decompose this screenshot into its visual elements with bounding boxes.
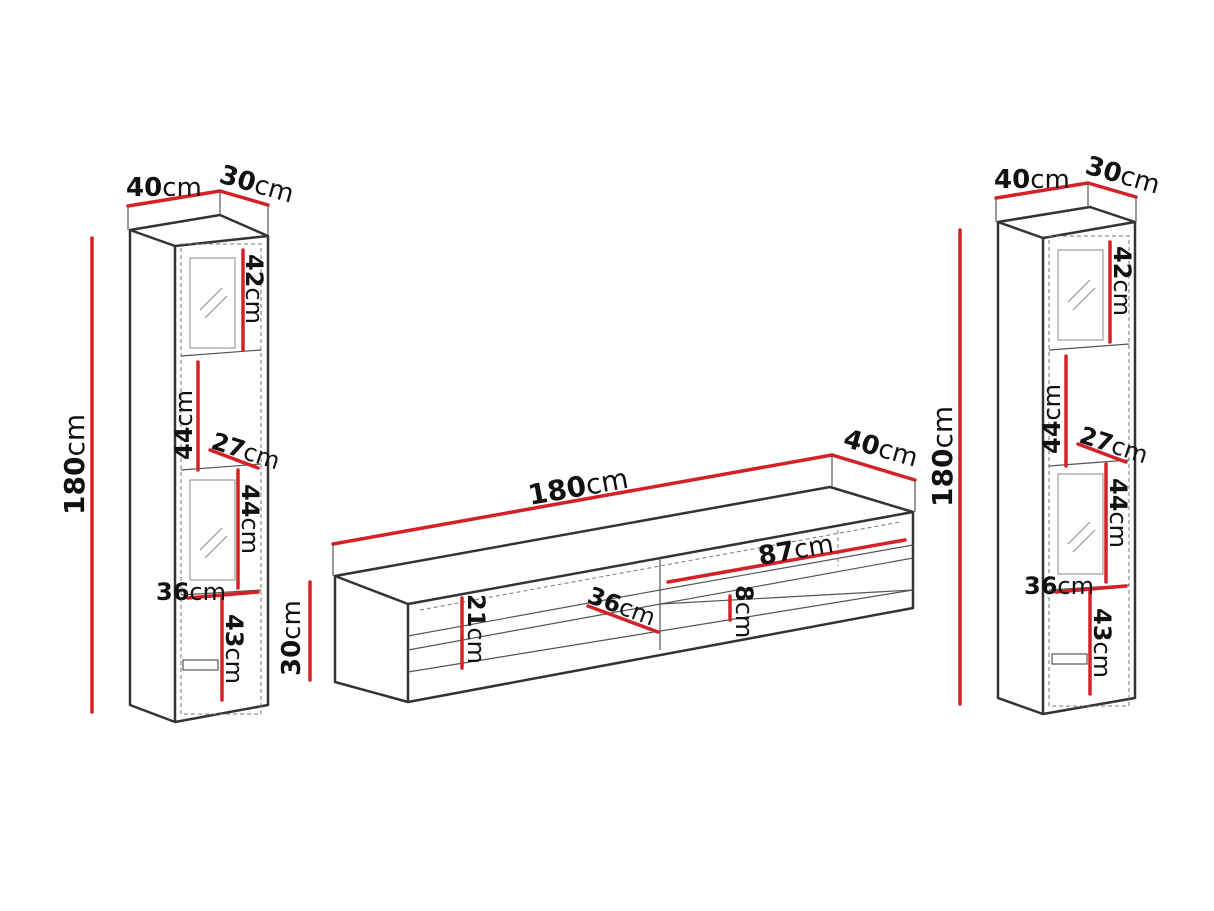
right-middle-compartment-label: 44cm	[1038, 384, 1066, 454]
tv-stand: 180cm 40cm 30cm 21cm 36cm 87cm 8cm	[277, 424, 921, 704]
tv-height-label: 30cm	[277, 600, 307, 676]
left-glass-reflection	[204, 295, 228, 319]
left-glass-door	[189, 479, 236, 581]
right-glass-reflection	[1067, 521, 1091, 545]
tv-niche-height-label: 8cm	[730, 585, 758, 638]
right-bottom-compartment-label: 43cm	[1088, 608, 1116, 678]
right-bottom-width-label: 36cm	[1024, 572, 1094, 600]
left-height-label: 180cm	[58, 414, 91, 515]
tv-stand-edge	[334, 574, 409, 606]
tv-stand-inner	[419, 521, 901, 611]
right-glass-reflection	[1067, 279, 1091, 303]
left-cabinet: 40cm 30cm 180cm 42cm 44cm 27cm 44cm 36cm…	[58, 160, 297, 724]
tv-stand-body	[333, 485, 915, 704]
left-glass-reflection	[204, 535, 228, 559]
right-cabinet-body	[996, 205, 1137, 716]
tv-length-line	[331, 453, 834, 546]
right-plinth	[1051, 653, 1088, 665]
tv-length-label: 180cm	[525, 462, 630, 512]
left-top-compartment-label: 42cm	[240, 254, 268, 324]
right-height-label: 180cm	[926, 406, 959, 507]
left-cabinet-edge	[129, 228, 176, 248]
tv-drawer-depth-line	[586, 604, 660, 634]
right-cabinet: 40cm 30cm 180cm 42cm 44cm 27cm 44cm 36cm…	[926, 151, 1163, 716]
right-shelf-depth-label: 27cm	[1076, 421, 1151, 469]
left-shelf-depth-label: 27cm	[208, 427, 283, 475]
right-depth-line	[1086, 181, 1138, 199]
right-glass-reflection	[1072, 287, 1096, 311]
left-shelf	[180, 349, 262, 357]
right-width-line	[994, 181, 1090, 200]
left-plinth	[182, 659, 219, 671]
left-width-label: 40cm	[126, 173, 202, 203]
left-shelf	[180, 589, 262, 596]
drawer-line	[407, 589, 661, 637]
left-shelf-depth-line	[208, 448, 260, 470]
right-top-compartment-label: 42cm	[1108, 246, 1136, 316]
tv-depth-line	[830, 453, 917, 482]
right-glass-door	[1057, 473, 1104, 575]
tv-niche-width-label: 87cm	[756, 529, 836, 572]
right-shelf-depth-line	[1076, 442, 1128, 464]
niche-line	[659, 544, 914, 591]
left-width-line	[126, 189, 222, 208]
right-cabinet-edge	[1042, 220, 1136, 240]
right-glass-reflection	[1072, 529, 1096, 553]
left-glass-reflection	[199, 527, 223, 551]
left-lower-glass-label: 44cm	[236, 484, 264, 554]
left-middle-compartment-label: 44cm	[170, 390, 198, 460]
right-width-label: 40cm	[994, 165, 1070, 195]
left-bottom-width-line	[186, 590, 260, 600]
tv-stand-base-line	[407, 589, 914, 673]
right-shelf	[1048, 459, 1130, 467]
right-cabinet-edge	[997, 220, 1044, 240]
left-bottom-width-label: 36cm	[156, 578, 226, 606]
left-glass-door	[189, 257, 236, 349]
left-bottom-compartment-label: 43cm	[220, 614, 248, 684]
left-depth-line	[218, 189, 270, 207]
left-glass-reflection	[199, 287, 223, 311]
right-lower-glass-label: 44cm	[1104, 478, 1132, 548]
niche-line	[659, 589, 914, 605]
right-glass-door	[1057, 249, 1104, 341]
tv-depth-label: 40cm	[840, 424, 921, 474]
tv-drawer-height-label: 21cm	[462, 594, 490, 664]
right-bottom-width-line	[1054, 584, 1128, 594]
right-shelf	[1048, 343, 1130, 351]
tv-niche-width-line	[666, 538, 907, 584]
right-cabinet-inner	[1048, 235, 1130, 707]
tv-drawer-depth-label: 36cm	[584, 581, 659, 631]
left-cabinet-inner	[180, 243, 262, 715]
